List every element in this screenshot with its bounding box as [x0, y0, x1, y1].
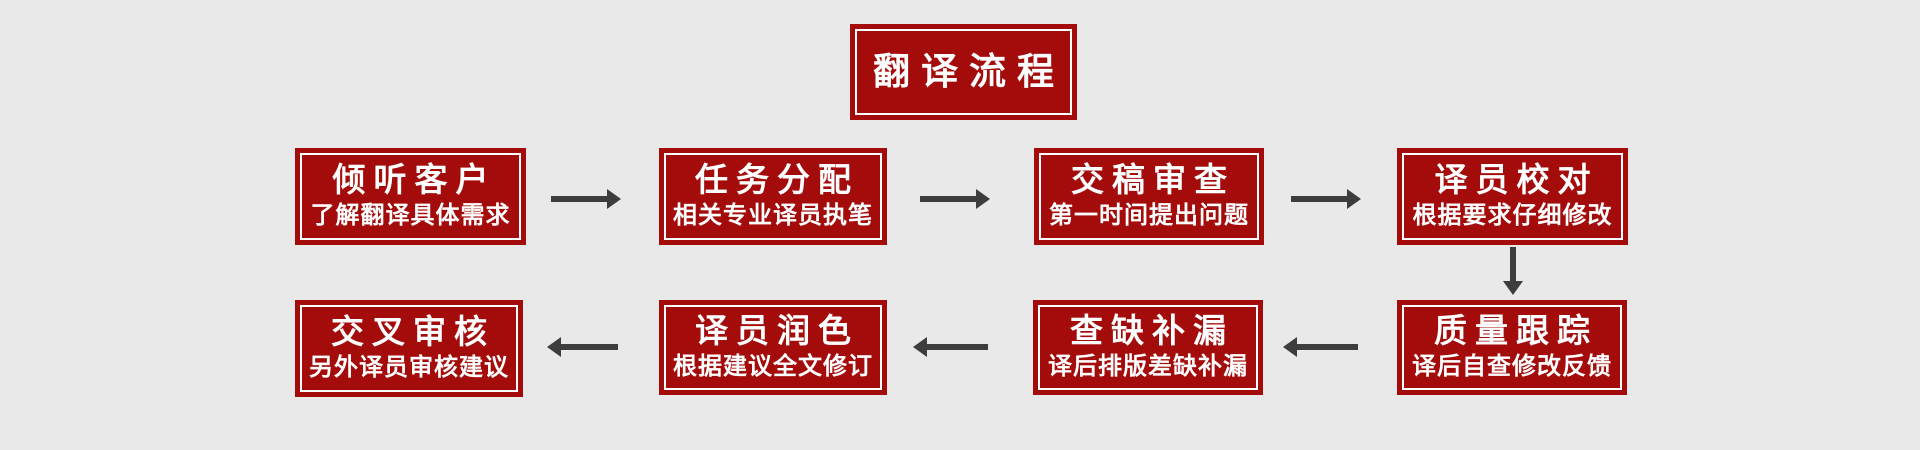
- step-box-quality-tracking: 质量跟踪 译后自查修改反馈: [1397, 300, 1627, 395]
- flow-arrow-left-icon: [547, 337, 618, 357]
- step-subtitle: 相关专业译员执笔: [673, 202, 873, 230]
- step-title: 倾听客户: [332, 161, 497, 199]
- step-subtitle: 第一时间提出问题: [1049, 202, 1249, 230]
- step-box-submission-review: 交稿审查 第一时间提出问题: [1034, 148, 1264, 245]
- arrow-shaft: [927, 344, 988, 350]
- step-title: 交稿审查: [1071, 161, 1235, 199]
- arrow-head: [1503, 281, 1523, 295]
- arrow-head: [1347, 189, 1361, 209]
- step-title: 译员校对: [1434, 161, 1599, 199]
- step-box-translator-polishing: 译员润色 根据建议全文修订: [659, 300, 887, 395]
- arrow-head: [547, 337, 561, 357]
- arrow-head: [976, 189, 990, 209]
- step-box-task-allocation: 任务分配 相关专业译员执笔: [659, 148, 887, 245]
- flowchart-title-box: 翻译流程: [850, 24, 1077, 120]
- step-subtitle: 译后自查修改反馈: [1412, 353, 1612, 381]
- arrow-shaft: [1291, 196, 1347, 202]
- arrow-shaft: [551, 196, 607, 202]
- flow-arrow-left-icon: [913, 337, 988, 357]
- step-box-translator-proofreading: 译员校对 根据要求仔细修改: [1397, 148, 1628, 245]
- arrow-head: [607, 189, 621, 209]
- flowchart-title: 翻译流程: [873, 50, 1065, 92]
- step-title: 任务分配: [695, 161, 859, 199]
- step-title: 质量跟踪: [1434, 312, 1598, 350]
- step-subtitle: 译后排版差缺补漏: [1048, 353, 1248, 381]
- step-subtitle: 根据建议全文修订: [673, 353, 873, 381]
- arrow-shaft: [561, 344, 618, 350]
- step-subtitle: 了解翻译具体需求: [310, 202, 511, 230]
- flow-arrow-right-icon: [1291, 189, 1361, 209]
- step-title: 译员润色: [695, 312, 859, 350]
- step-subtitle: 另外译员审核建议: [309, 354, 509, 382]
- step-subtitle: 根据要求仔细修改: [1412, 202, 1613, 230]
- step-box-listen-customer: 倾听客户 了解翻译具体需求: [295, 148, 526, 245]
- arrow-shaft: [1297, 344, 1358, 350]
- arrow-shaft: [920, 196, 976, 202]
- step-title: 查缺补漏: [1070, 312, 1234, 350]
- arrow-head: [1283, 337, 1297, 357]
- arrow-shaft: [1510, 247, 1516, 281]
- arrow-head: [913, 337, 927, 357]
- flow-arrow-left-icon: [1283, 337, 1358, 357]
- step-title: 交叉审核: [331, 313, 495, 351]
- flow-arrow-right-icon: [551, 189, 621, 209]
- flow-arrow-down-icon: [1503, 247, 1523, 295]
- step-box-cross-review: 交叉审核 另外译员审核建议: [295, 300, 523, 397]
- flow-arrow-right-icon: [920, 189, 990, 209]
- step-box-gap-filling: 查缺补漏 译后排版差缺补漏: [1033, 300, 1263, 395]
